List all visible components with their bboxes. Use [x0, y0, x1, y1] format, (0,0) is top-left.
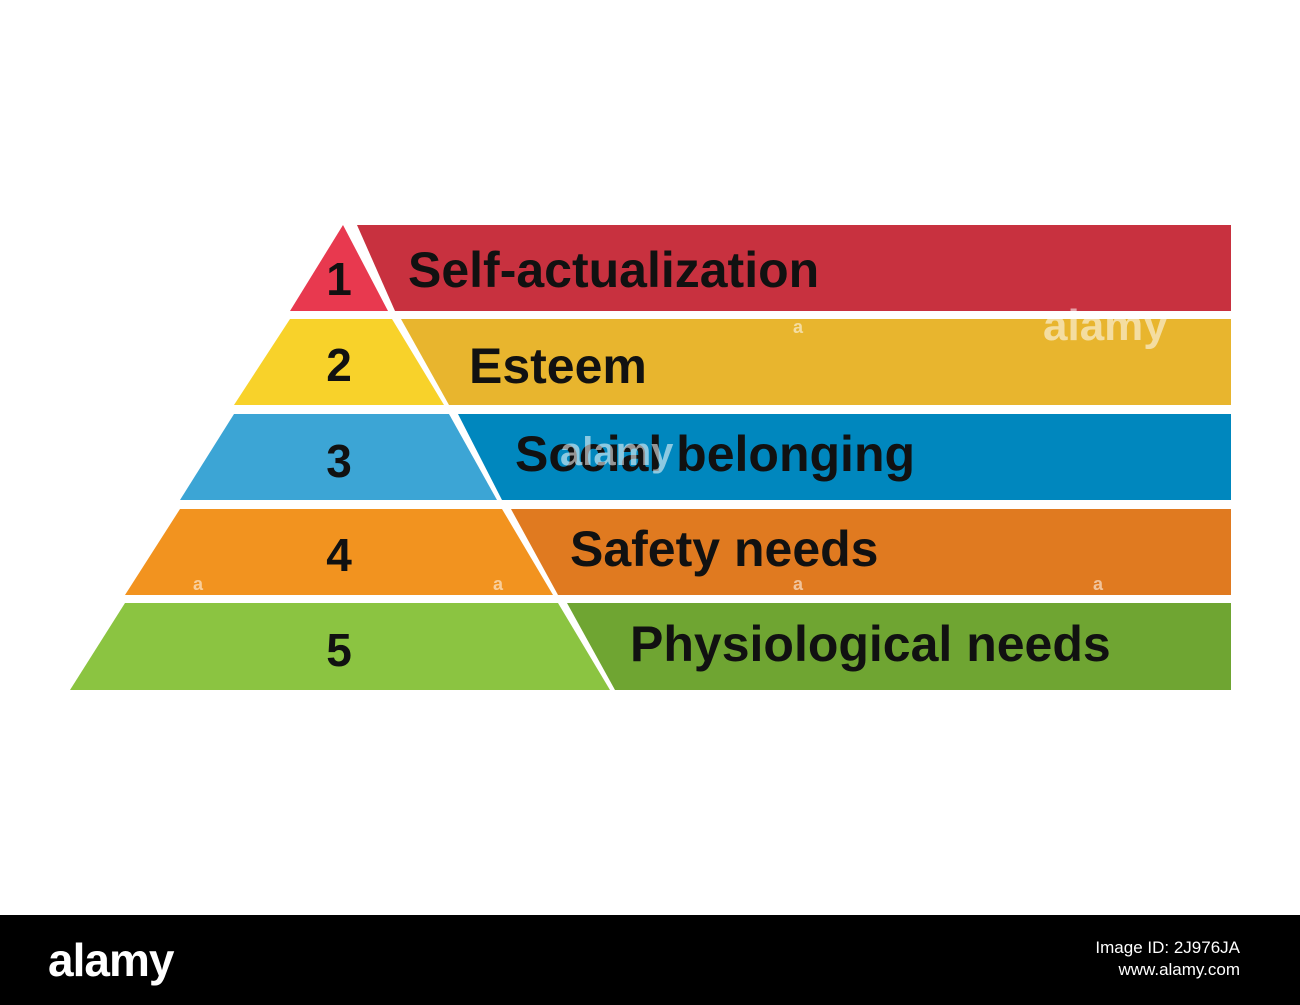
- image-info: Image ID: 2J976JA www.alamy.com: [1095, 937, 1240, 981]
- pyramid-tier-4: [125, 509, 553, 595]
- watermark-mark: a: [493, 574, 504, 594]
- watermark-mark: a: [793, 574, 804, 594]
- level-label-4: Safety needs: [570, 521, 878, 577]
- level-label-3: Social belonging: [515, 426, 915, 482]
- band-level-2: [401, 319, 1231, 405]
- band-level-3: [458, 414, 1231, 500]
- level-number-3: 3: [326, 435, 352, 487]
- watermark-mark: a: [1093, 574, 1104, 594]
- band-level-1: [357, 225, 1231, 311]
- brand-logo: alamy: [48, 934, 174, 986]
- watermark: alamy: [560, 430, 674, 474]
- band-level-4: [511, 509, 1231, 595]
- level-number-2: 2: [326, 339, 352, 391]
- level-label-1: Self-actualization: [408, 242, 819, 298]
- level-number-1: 1: [326, 253, 352, 305]
- pyramid-tier-1: [290, 225, 388, 311]
- footer-bar: alamy Image ID: 2J976JA www.alamy.com: [0, 915, 1300, 1005]
- site-url: www.alamy.com: [1118, 960, 1240, 979]
- level-label-2: Esteem: [469, 338, 647, 394]
- pyramid-tier-3: [180, 414, 497, 500]
- image-id: Image ID: 2J976JA: [1095, 938, 1240, 957]
- band-level-5: [567, 603, 1231, 690]
- level-label-5: Physiological needs: [630, 616, 1111, 672]
- watermark-mark: a: [793, 317, 804, 337]
- level-number-5: 5: [326, 624, 352, 676]
- watermark: alamy: [1043, 301, 1168, 350]
- pyramid-tier-2: [234, 319, 444, 405]
- level-number-4: 4: [326, 529, 352, 581]
- watermark-mark: a: [193, 574, 204, 594]
- pyramid-tier-5: [70, 603, 610, 690]
